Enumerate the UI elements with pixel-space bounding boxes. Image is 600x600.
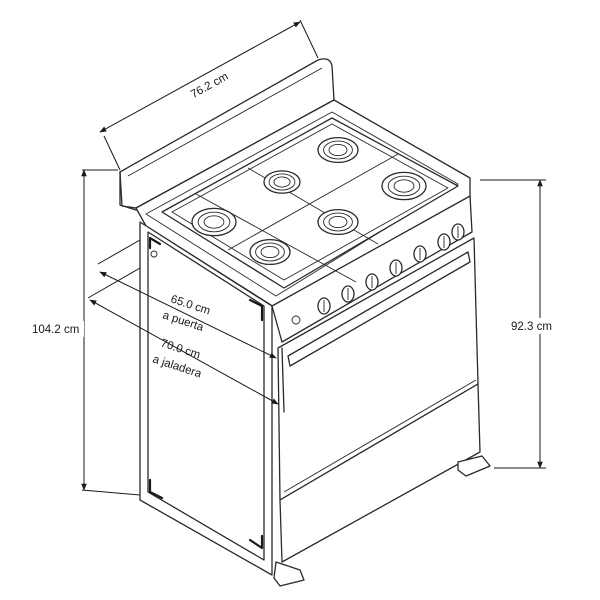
depth-handle-dimension-line <box>89 299 279 405</box>
oven-door <box>277 237 479 501</box>
burner <box>381 171 427 201</box>
oven-handle <box>287 251 471 367</box>
feet <box>273 455 491 587</box>
stove <box>119 58 491 587</box>
control-knob <box>389 259 403 277</box>
burners <box>191 136 427 266</box>
storage-drawer <box>279 379 481 563</box>
width-dimension-line <box>99 21 301 133</box>
total-height-label: 104.2 cm <box>32 324 79 336</box>
control-knob <box>341 285 355 303</box>
cooktop-height-label: 92.3 cm <box>511 321 552 333</box>
control-knob <box>413 245 427 263</box>
burner <box>317 136 359 164</box>
burner <box>249 238 291 266</box>
control-knob <box>317 297 331 315</box>
control-knob <box>365 273 379 291</box>
burner <box>191 207 237 237</box>
burner <box>263 170 301 194</box>
width-label: 76.2 cm <box>189 71 231 101</box>
burner <box>317 208 359 236</box>
knobs <box>317 223 465 315</box>
control-knob <box>451 223 465 241</box>
control-knob <box>437 233 451 251</box>
